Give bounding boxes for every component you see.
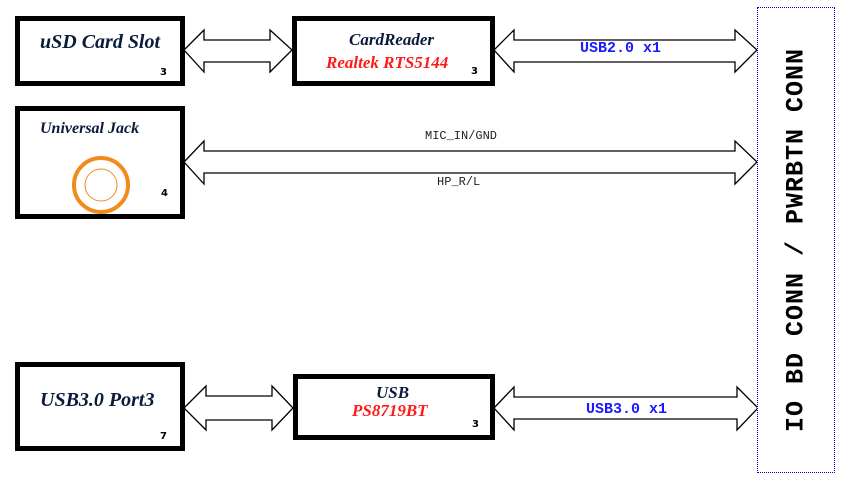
block-usb3-port3: USB3.0 Port3 7 bbox=[15, 362, 185, 451]
bus-label-usb3: USB3.0 x1 bbox=[586, 401, 668, 418]
block-usb-ps8719bt: USB PS8719BT 3 bbox=[293, 374, 495, 440]
page-number: 3 bbox=[160, 67, 167, 78]
block-title: USB3.0 Port3 bbox=[40, 389, 155, 411]
bus-label-mic-in: MIC_IN/GND bbox=[425, 129, 498, 143]
block-title: CardReader bbox=[349, 30, 434, 49]
bus-label-hp: HP_R/L bbox=[437, 175, 481, 189]
block-universal-jack: Universal Jack 4 bbox=[15, 106, 185, 219]
page-number: 3 bbox=[472, 419, 479, 430]
block-cardreader: CardReader Realtek RTS5144 3 bbox=[292, 16, 495, 86]
page-number: 4 bbox=[161, 188, 168, 199]
block-usd-card-slot: uSD Card Slot 3 bbox=[15, 16, 185, 86]
io-bd-connector: IO BD CONN / PWRBTN CONN bbox=[757, 7, 835, 473]
page-number: 3 bbox=[471, 66, 478, 77]
block-title: USB bbox=[376, 383, 410, 402]
bus-arrow-usb3port-usbchip bbox=[183, 384, 294, 432]
page-number: 7 bbox=[160, 431, 167, 442]
chip-name: PS8719BT bbox=[352, 401, 428, 420]
connector-label: IO BD CONN / PWRBTN CONN bbox=[781, 47, 811, 433]
bus-arrow-usd-cardreader bbox=[183, 28, 293, 74]
bus-label-usb2: USB2.0 x1 bbox=[580, 40, 662, 57]
block-title: Universal Jack bbox=[40, 120, 140, 137]
block-title: uSD Card Slot bbox=[40, 31, 161, 53]
chip-name: Realtek RTS5144 bbox=[326, 53, 449, 72]
audio-jack-icon bbox=[72, 156, 130, 214]
